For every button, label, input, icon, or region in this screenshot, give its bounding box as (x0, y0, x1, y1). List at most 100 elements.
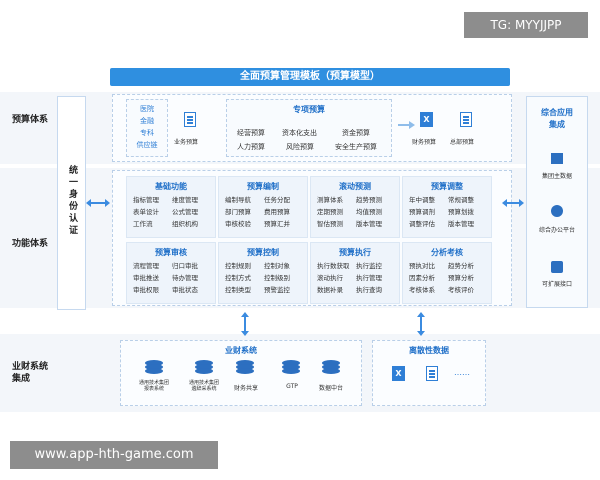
database-icon (282, 360, 300, 374)
special-item: 资金预算 (342, 129, 370, 137)
function-card-title: 预算编制 (247, 182, 279, 191)
business-budget-icon (184, 112, 196, 127)
function-item: 控制级别 (264, 274, 290, 282)
watermark-bottom: www.app-hth-game.com (10, 441, 218, 469)
function-item: 版本管理 (356, 220, 382, 228)
more-dots: …… (454, 368, 470, 377)
source-item: 金融 (140, 117, 154, 125)
function-card: 预算编制 编制导航 任务分配 部门预算 费用预算 审核校验 预算汇并 (218, 176, 308, 238)
function-item: 均值预测 (356, 208, 382, 216)
function-item: 执行查询 (356, 286, 382, 294)
function-card: 滚动预测 测算体系 趋势预测 定期预测 均值预测 智估预测 版本管理 (310, 176, 400, 238)
row-label-finance-line1: 业财系统 (12, 362, 49, 372)
function-item: 数据补录 (317, 286, 343, 294)
function-card: 分析考核 预执对比 趋势分析 因素分析 预算分析 考核体系 考核评价 (402, 242, 492, 304)
function-item: 预算划拨 (448, 208, 474, 216)
function-item: 考核体系 (409, 286, 435, 294)
function-item: 控制方式 (225, 274, 251, 282)
function-card-title: 预算控制 (247, 248, 279, 257)
function-card-title: 基础功能 (155, 182, 187, 191)
function-item: 审核校验 (225, 220, 251, 228)
source-item: 供应链 (136, 141, 158, 149)
function-item: 智估预测 (317, 220, 343, 228)
apps-item: 综合办公平台 (538, 227, 575, 234)
apps-arrow (502, 199, 524, 207)
finance-item: GTP (286, 383, 298, 390)
function-item: 执行监控 (356, 262, 382, 270)
database-icon (195, 360, 213, 374)
function-item: 趋势预测 (356, 196, 382, 204)
finance-title: 业财系统 (225, 346, 257, 355)
function-card: 预算审核 流程管理 归口审批 审批推送 待办管理 审批权限 审批状态 (126, 242, 216, 304)
function-item: 归口审批 (172, 262, 198, 270)
function-card-title: 预算调整 (431, 182, 463, 191)
function-item: 定期预测 (317, 208, 343, 216)
function-item: 趋势分析 (448, 262, 474, 270)
function-item: 流程管理 (133, 262, 159, 270)
function-item: 控制对象 (264, 262, 290, 270)
master-data-icon (551, 153, 563, 164)
row-label-budget: 预算体系 (12, 115, 49, 125)
apps-item: 集团主数据 (541, 173, 572, 180)
row-label-function: 功能体系 (12, 239, 49, 249)
function-item: 任务分配 (264, 196, 290, 204)
function-item: 版本管理 (448, 220, 474, 228)
interface-icon (551, 261, 563, 273)
function-item: 审批权限 (133, 286, 159, 294)
finance-item: 通用技术集团 报表系统 (138, 380, 169, 392)
function-item: 编制导航 (225, 196, 251, 204)
function-item: 预警监控 (264, 286, 290, 294)
function-card-title: 滚动预测 (339, 182, 371, 191)
function-item: 执行管理 (356, 274, 382, 282)
apps-title-line1: 综合应用 (541, 108, 573, 117)
special-budget-title: 专项预算 (293, 105, 325, 114)
special-item: 风险预算 (286, 143, 314, 151)
function-item: 费用预算 (264, 208, 290, 216)
identity-label: 统一身份认证 (67, 165, 77, 237)
source-item: 医院 (140, 105, 154, 113)
function-item: 控制规则 (225, 262, 251, 270)
function-item: 常规调整 (448, 196, 474, 204)
apps-box: 综合应用 集成 集团主数据 综合办公平台 可扩展接口 (526, 96, 588, 308)
identity-arrow (86, 199, 110, 207)
function-item: 测算体系 (317, 196, 343, 204)
finance-link-arrow (241, 312, 249, 336)
row-label-finance-line2: 集成 (12, 374, 31, 384)
source-item: 专科 (140, 129, 154, 137)
identity-box: 统一身份认证 (57, 96, 86, 310)
function-card: 预算执行 执行数获取 执行监控 滚动执行 执行管理 数据补录 执行查询 (310, 242, 400, 304)
row-label-finance: 业财系统 集成 (12, 361, 48, 385)
total-budget-label: 总部预算 (450, 139, 475, 146)
function-item: 预算分析 (448, 274, 474, 282)
discrete-link-arrow (417, 312, 425, 336)
function-item: 指标管理 (133, 196, 159, 204)
function-item: 滚动执行 (317, 274, 343, 282)
function-item: 审批状态 (172, 286, 198, 294)
financial-budget-icon: X (420, 112, 433, 127)
apps-title-line2: 集成 (549, 120, 565, 129)
finance-item: 数据中台 (318, 385, 343, 392)
function-card-title: 预算执行 (339, 248, 371, 257)
database-icon (236, 360, 254, 374)
function-item: 调整评估 (409, 220, 435, 228)
sources-box (126, 99, 168, 157)
function-item: 年中调整 (409, 196, 435, 204)
special-item: 安全生产预算 (335, 143, 377, 151)
function-item: 部门预算 (225, 208, 251, 216)
budget-flow-arrow (398, 121, 415, 129)
page-title: 全面预算管理模板（预算模型） (110, 68, 510, 86)
source-list: 医院 金融 专科 供应链 (133, 103, 161, 151)
function-item: 预执对比 (409, 262, 435, 270)
function-item: 公式管理 (172, 208, 198, 216)
apps-item: 可扩展接口 (541, 281, 572, 288)
business-budget-label: 业务预算 (174, 139, 199, 146)
function-card-title: 预算审核 (155, 248, 187, 257)
total-budget-icon (460, 112, 472, 127)
function-item: 工作流 (133, 220, 153, 228)
watermark-top: TG: MYYJJPP (464, 12, 588, 38)
function-card: 预算调整 年中调整 常规调整 预算调剂 预算划拨 调整评估 版本管理 (402, 176, 492, 238)
function-item: 表单设计 (133, 208, 159, 216)
financial-budget-label: 财务预算 (412, 139, 437, 146)
function-item: 考核评价 (448, 286, 474, 294)
discrete-title: 离散性数据 (409, 346, 449, 355)
